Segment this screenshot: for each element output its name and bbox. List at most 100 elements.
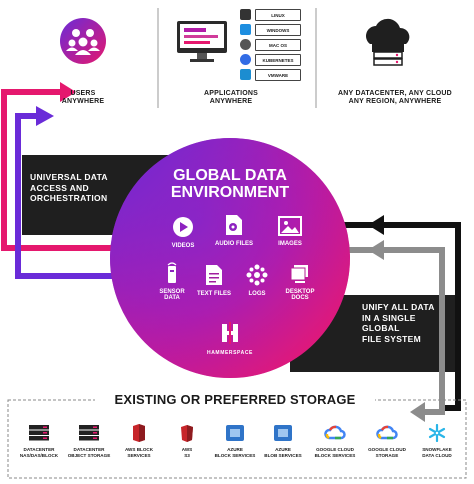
users-label: USERS ANYWHERE — [30, 90, 136, 106]
server-icon — [29, 425, 49, 441]
storage-line2: DATA CLOUD — [422, 452, 452, 458]
storage-line2: SERVICES — [127, 452, 151, 458]
applications-line2: ANYWHERE — [209, 98, 253, 106]
circle-title: GLOBAL DATA ENVIRONMENT — [150, 167, 310, 202]
storage-line2: STORAGE — [375, 452, 399, 458]
users-icon — [60, 18, 106, 64]
storage-item: SNOWFLAKE DATA CLOUD — [414, 423, 460, 458]
media-label: TEXT FILES — [196, 290, 231, 297]
cloud-datacenter-icon — [360, 14, 416, 70]
gray-connector — [330, 247, 445, 415]
left-band-line: ORCHESTRATION — [30, 193, 108, 204]
os-kubernetes: KUBERNETES — [255, 54, 301, 66]
media-images: IMAGES — [270, 216, 310, 247]
storage-line1: GOOGLE CLOUD — [316, 447, 354, 453]
storage-item: DATACENTER OBJECT STORAGE — [66, 424, 112, 458]
storage-line1: DATACENTER — [73, 447, 105, 453]
storage-line2: NAS/DAS/BLOCK — [19, 452, 59, 458]
text-file-icon — [206, 265, 222, 285]
global-data-circle-glow — [110, 138, 350, 378]
storage-line1: AWS BLOCK — [124, 447, 154, 453]
media-desktop-docs: DESKTOP DOCS — [280, 264, 320, 302]
right-band-line: GLOBAL — [362, 323, 400, 334]
storage-item: DATACENTER NAS/DAS/BLOCK — [16, 424, 62, 458]
aws-block-icon — [133, 424, 145, 442]
pink-arrowhead — [60, 82, 76, 102]
gray-arrowhead-bottom — [410, 402, 425, 422]
storage-line2: S3 — [184, 452, 190, 458]
storage-line2: BLOCK SERVICES — [314, 452, 356, 458]
storage-line1: DATACENTER — [23, 447, 55, 453]
os-vmware: VMWARE — [255, 69, 301, 81]
storage-line2: OBJECT STORAGE — [67, 452, 111, 458]
applications-label: APPLICATIONS ANYWHERE — [176, 90, 286, 106]
azure-icon — [226, 425, 244, 441]
media-label: SENSOR DATA — [159, 288, 185, 302]
windows-icon — [240, 24, 251, 35]
datacenter-label: ANY DATACENTER, ANY CLOUD ANY REGION, AN… — [320, 90, 470, 106]
right-band-line: IN A SINGLE — [362, 312, 416, 323]
storage-line1: SNOWFLAKE — [422, 447, 452, 453]
media-label: VIDEOS — [171, 242, 195, 249]
storage-title-backing — [95, 390, 375, 410]
purple-arrowhead — [36, 106, 54, 126]
storage-line2: BLOCK SERVICES — [214, 452, 256, 458]
play-icon — [173, 217, 193, 237]
sensor-icon — [167, 262, 177, 283]
os-macos: MAC OS — [255, 39, 301, 51]
media-logs: LOGS — [237, 264, 277, 297]
logs-icon — [246, 264, 268, 286]
storage-item: AZURE BLOCK SERVICES — [212, 424, 258, 458]
os-linux: LINUX — [255, 9, 301, 21]
google-cloud-icon — [324, 425, 346, 440]
right-band-line: UNIFY ALL DATA — [362, 302, 435, 312]
left-band-text: UNIVERSAL DATA ACCESS AND ORCHESTRATION — [30, 172, 150, 204]
storage-item: AWS S3 — [164, 424, 210, 458]
gray-arrowhead — [368, 240, 384, 260]
media-text-files: TEXT FILES — [194, 264, 234, 297]
os-windows: WINDOWS — [255, 24, 301, 36]
storage-item: AWS BLOCK SERVICES — [116, 424, 162, 458]
media-label: AUDIO FILES — [214, 240, 253, 247]
datacenter-line2: ANY REGION, ANYWHERE — [348, 98, 442, 106]
media-label: DESKTOP DOCS — [285, 288, 315, 302]
users-line1: USERS — [70, 90, 96, 97]
server-icon — [79, 425, 99, 441]
circle-title-line1: GLOBAL DATA — [173, 167, 287, 184]
applications-line1: APPLICATIONS — [204, 90, 258, 97]
azure-icon — [274, 425, 292, 441]
pink-connector — [1, 89, 140, 251]
media-sensor-data: SENSOR DATA — [152, 262, 192, 302]
users-line2: ANYWHERE — [61, 98, 105, 106]
left-band-line: UNIVERSAL DATA — [30, 172, 108, 182]
linux-icon — [240, 9, 251, 20]
storage-item: AZURE BLOB SERVICES — [260, 424, 306, 458]
black-arrowhead — [368, 215, 384, 235]
left-band-line: ACCESS AND — [30, 182, 89, 193]
storage-dashed-box — [7, 399, 467, 479]
storage-line1: AWS — [181, 447, 193, 453]
audio-file-icon — [226, 215, 242, 235]
media-videos: VIDEOS — [163, 216, 203, 249]
hammerspace-logo: HAMMERSPACE — [205, 322, 255, 356]
right-band-text: UNIFY ALL DATA IN A SINGLE GLOBAL FILE S… — [362, 302, 457, 345]
kubernetes-icon — [240, 54, 251, 65]
purple-connector — [15, 113, 140, 279]
image-icon — [278, 216, 302, 236]
storage-line1: AZURE — [275, 447, 291, 453]
aws-s3-icon — [181, 425, 193, 442]
google-cloud-icon — [376, 425, 398, 440]
media-label: LOGS — [248, 290, 266, 297]
media-audio-files: AUDIO FILES — [214, 214, 254, 247]
datacenter-line1: ANY DATACENTER, ANY CLOUD — [338, 90, 452, 97]
vmware-icon — [240, 69, 251, 80]
apple-icon — [240, 39, 251, 50]
monitor-icon — [176, 20, 228, 64]
snowflake-icon — [428, 423, 446, 443]
media-label: IMAGES — [278, 240, 302, 247]
storage-item: GOOGLE CLOUD BLOCK SERVICES — [312, 424, 358, 458]
storage-line2: BLOB SERVICES — [264, 452, 302, 458]
brand-name: HAMMERSPACE — [207, 350, 253, 356]
right-band-line: FILE SYSTEM — [362, 333, 422, 344]
